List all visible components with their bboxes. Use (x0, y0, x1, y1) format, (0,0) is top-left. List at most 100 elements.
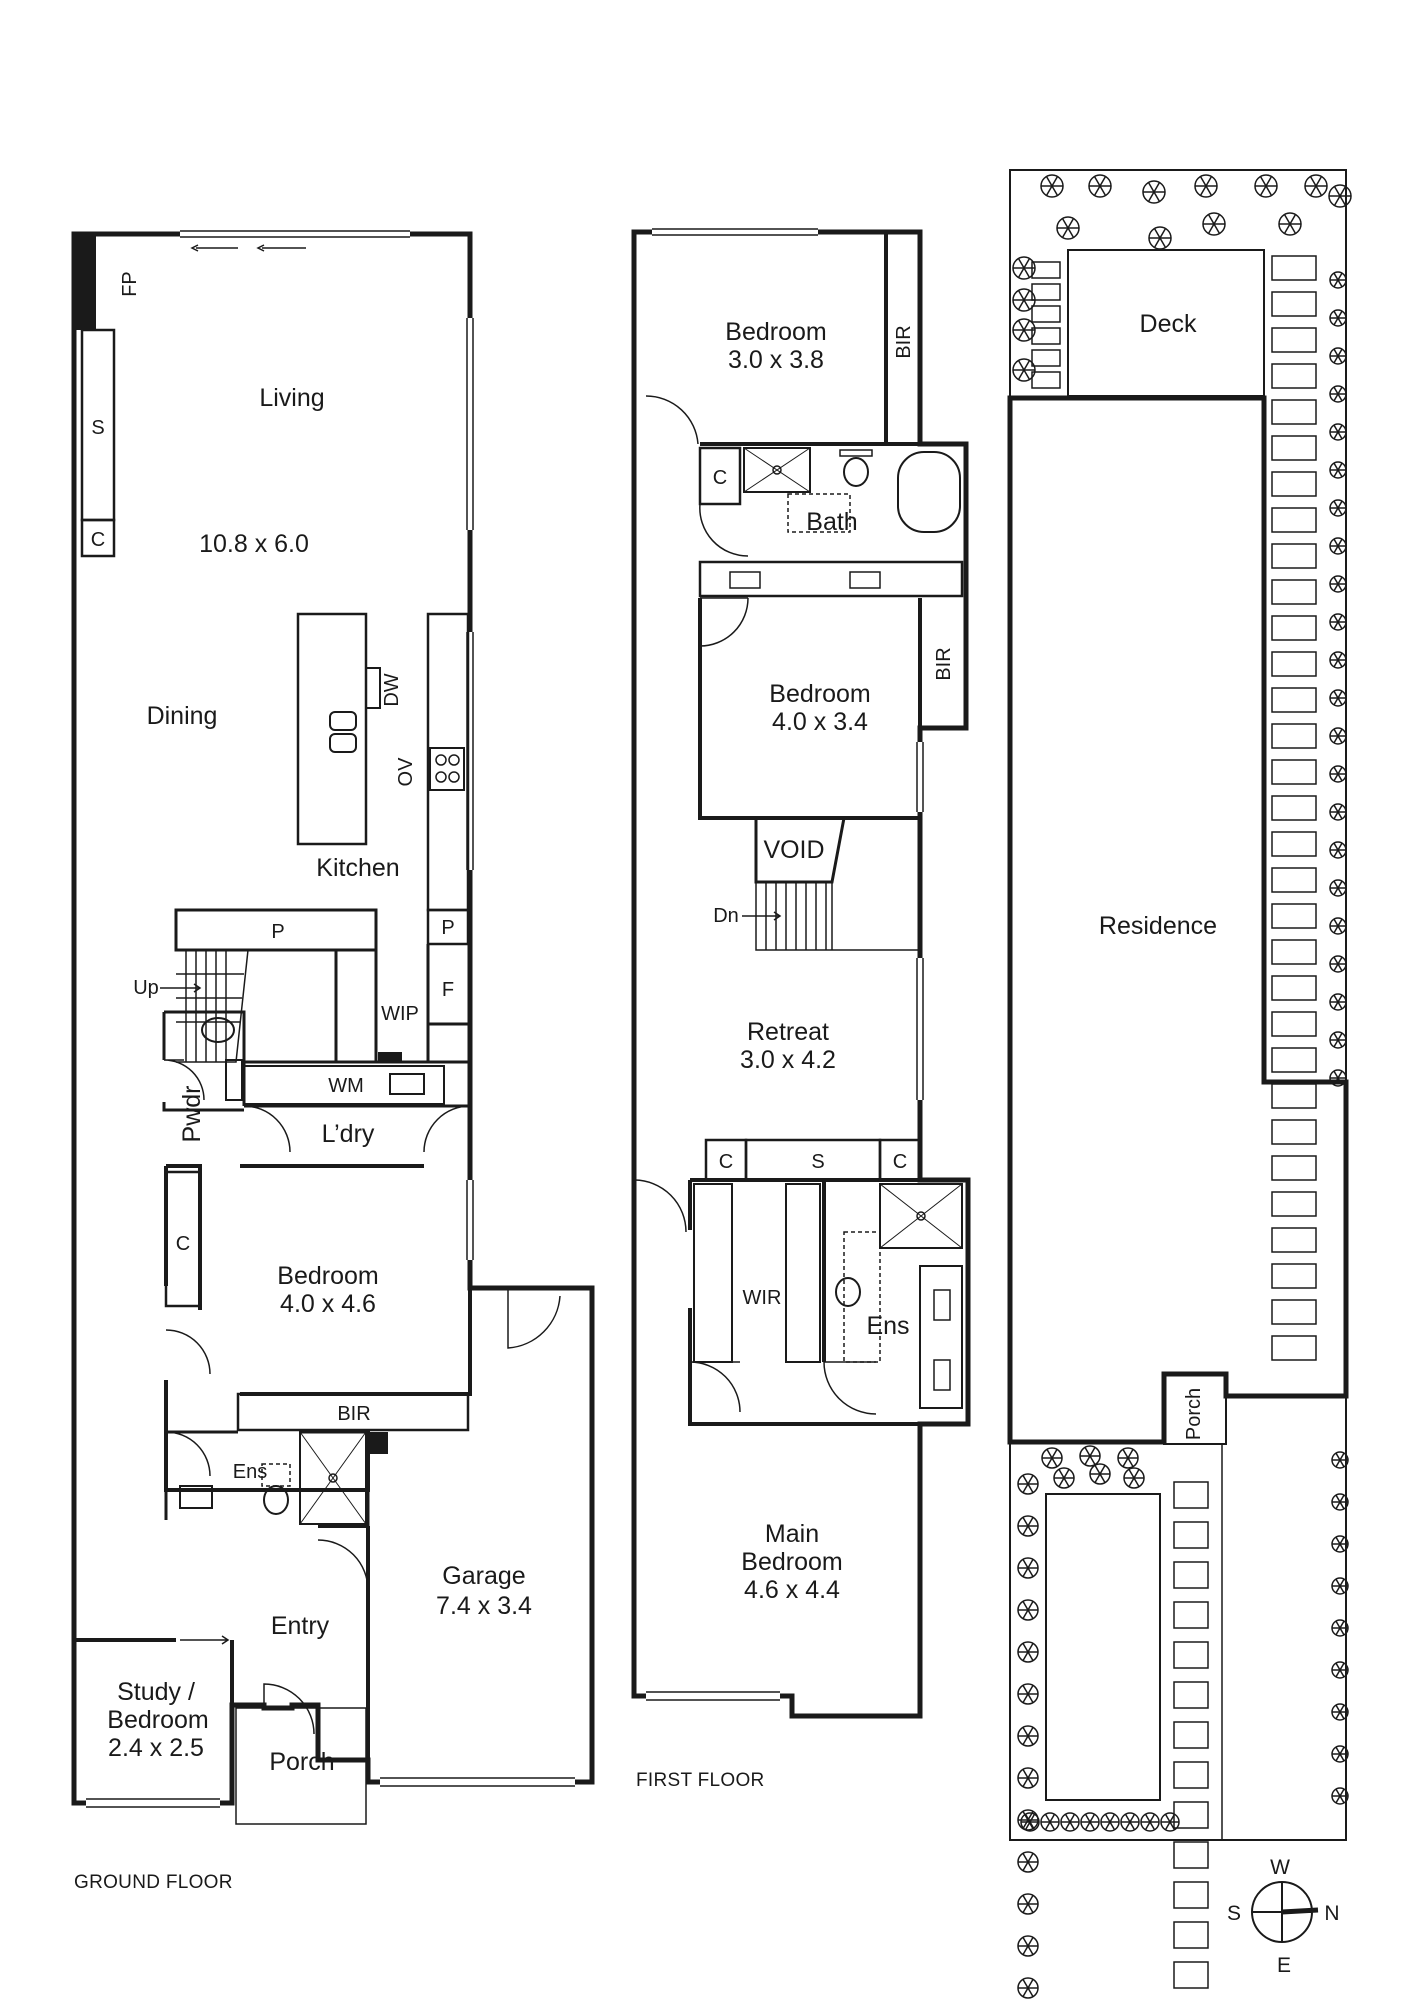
shrub-icon (1329, 423, 1347, 441)
path-paver (1271, 1155, 1317, 1181)
path-paver (1271, 615, 1317, 641)
shrub-icon (1120, 1812, 1140, 1832)
shrub-icon (1017, 1725, 1039, 1747)
label-retreat-cupboard-left: C (719, 1151, 733, 1173)
room-powder: Pwdr (178, 1086, 206, 1143)
ensuite-shower-first (879, 1183, 963, 1249)
room-dining: Dining (147, 702, 218, 730)
bedroom2-door (699, 597, 749, 647)
room-ensuite-first: Ens (866, 1312, 909, 1340)
shrub-icon (1020, 1812, 1040, 1832)
shrub-icon (1329, 575, 1347, 593)
label-washing-machine: WM (328, 1075, 364, 1097)
compass-north: N (1324, 1902, 1339, 1925)
shrub-icon (1331, 1451, 1349, 1469)
shrub-icon (1329, 499, 1347, 517)
study-door-arrow (180, 1635, 230, 1645)
path-paver (1271, 903, 1317, 929)
path-paver (1271, 435, 1317, 461)
shrub-icon (1329, 613, 1347, 631)
wir-walls (688, 1178, 968, 1426)
room-garage-size: 7.4 x 3.4 (436, 1592, 532, 1620)
ground-floor-plan (71, 230, 595, 1825)
fireplace (74, 234, 96, 330)
label-fridge: F (442, 979, 454, 1001)
label-retreat-storage: S (811, 1151, 824, 1173)
front-paver (1173, 1641, 1209, 1669)
path-paver (1271, 867, 1317, 893)
shrub-icon (1160, 1812, 1180, 1832)
porch-outline (235, 1707, 367, 1825)
site-label-deck: Deck (1140, 310, 1197, 338)
front-paver (1173, 1921, 1209, 1949)
ensuite-door (165, 1431, 211, 1477)
shrub-icon (1117, 1447, 1139, 1469)
path-paver (1271, 975, 1317, 1001)
kitchen-island (296, 612, 368, 846)
shrub-icon (1017, 1935, 1039, 1957)
bedroom1-walls (700, 232, 920, 446)
shrub-icon (1329, 879, 1347, 897)
label-bath-cupboard: C (713, 467, 727, 489)
shrub-icon (1254, 174, 1278, 198)
shrub-icon (1331, 1745, 1349, 1763)
shrub-icon (1140, 1812, 1160, 1832)
powder-walls (162, 1010, 246, 1112)
bath-toilet (843, 457, 869, 487)
room-main-bedroom: Main (765, 1520, 819, 1548)
void-outline (754, 817, 846, 884)
shrub-icon (1017, 1641, 1039, 1663)
shrub-icon (1329, 993, 1347, 1011)
label-pantry-stair: P (271, 921, 284, 943)
shrub-icon (1331, 1619, 1349, 1637)
room-living-size: 10.8 x 6.0 (199, 530, 309, 558)
label-bir1: BIR (893, 325, 915, 358)
bathtub (897, 451, 961, 533)
powder-toilet (201, 1017, 235, 1043)
shrub-icon (1329, 803, 1347, 821)
shrub-icon (1142, 180, 1166, 204)
main-bedroom-door (633, 1179, 687, 1233)
shrub-icon (1331, 1661, 1349, 1679)
front-garden-bed (1045, 1493, 1161, 1801)
room-bedroom2-size: 4.0 x 3.4 (772, 708, 868, 736)
label-stair-up: Up (133, 977, 159, 999)
bath-door (699, 503, 749, 557)
shrub-icon (1329, 917, 1347, 935)
room-main-bedroom-line2: Bedroom (741, 1548, 842, 1576)
room-bath: Bath (806, 508, 857, 536)
path-paver (1271, 507, 1317, 533)
front-paver (1173, 1721, 1209, 1749)
path-paver (1271, 759, 1317, 785)
room-bedroom-size: 4.0 x 4.6 (280, 1290, 376, 1318)
shrub-icon (1148, 226, 1172, 250)
first-floor-front-window (646, 1691, 780, 1701)
deck-paver (1031, 305, 1061, 323)
shrub-icon (1194, 174, 1218, 198)
path-paver (1271, 471, 1317, 497)
deck-paver (1031, 371, 1061, 389)
front-paver (1173, 1881, 1209, 1909)
bath-shower (743, 447, 811, 493)
path-paver (1271, 651, 1317, 677)
sink (329, 711, 357, 731)
kitchen-bench (426, 612, 470, 912)
path-paver (1271, 1335, 1317, 1361)
shrub-icon (1329, 347, 1347, 365)
ensuite-vanity-first (919, 1265, 963, 1409)
wir-shelf-left (693, 1183, 733, 1363)
shrub-icon (1017, 1557, 1039, 1579)
garage-door (380, 1777, 575, 1787)
label-oven: OV (395, 757, 417, 787)
wir-door (689, 1361, 741, 1413)
shrub-icon (1017, 1893, 1039, 1915)
stair-down-arrow (742, 911, 782, 921)
caption-first-floor: FIRST FLOOR (636, 1770, 765, 1791)
room-study-size: 2.4 x 2.5 (108, 1734, 204, 1762)
shrub-icon (1089, 1463, 1111, 1485)
site-label-porch: Porch (1183, 1388, 1205, 1440)
shrub-icon (1123, 1467, 1145, 1489)
path-paver (1271, 579, 1317, 605)
path-paver (1271, 1263, 1317, 1289)
